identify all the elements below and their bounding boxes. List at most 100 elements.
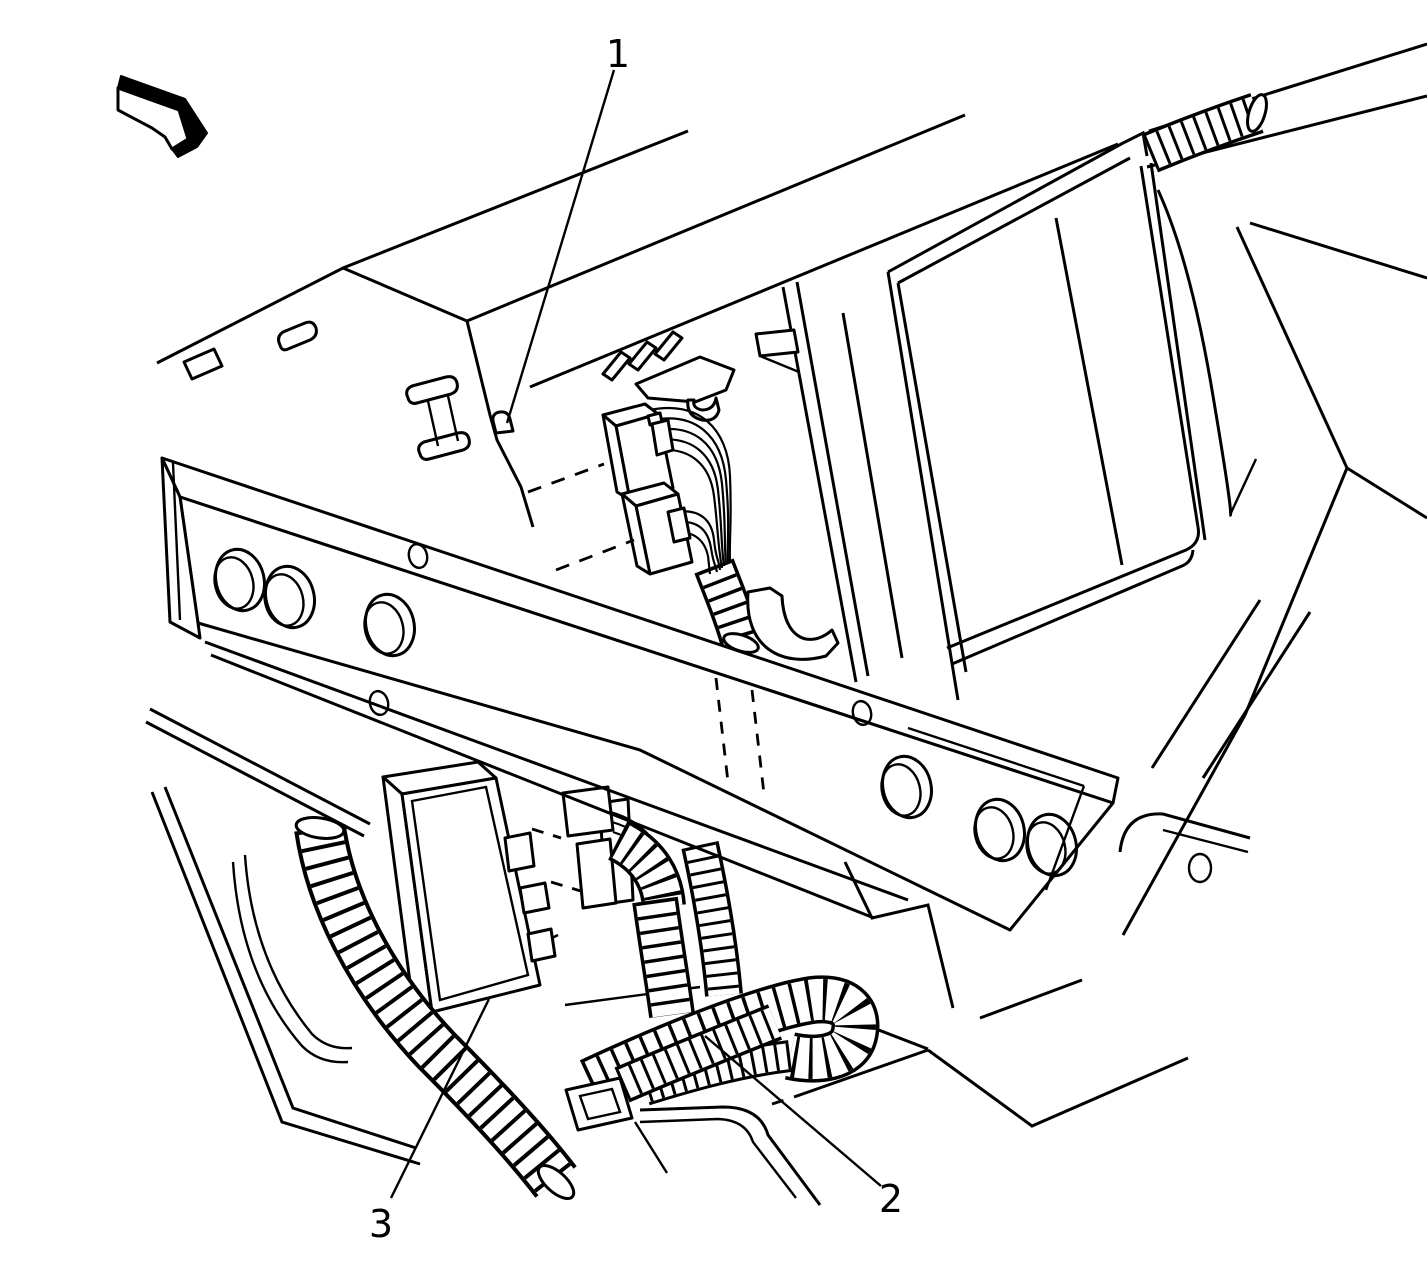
- beam-hole-depth: [880, 763, 922, 817]
- panel-right-inner-edge: [1149, 162, 1207, 541]
- front-direction-arrow-icon: [116, 75, 208, 158]
- beam-hole: [974, 797, 1026, 863]
- arrow-face: [116, 86, 190, 151]
- trim-top-edge: [149, 707, 371, 826]
- beam-hole: [364, 592, 416, 658]
- pillar-trim-line: [1150, 599, 1262, 769]
- hidden-line-dashed: [555, 538, 635, 572]
- wire: [673, 510, 722, 571]
- panel-slot: [182, 347, 224, 381]
- wire: [659, 448, 724, 569]
- module-connector-port: [526, 927, 557, 963]
- clip-bar: [405, 375, 459, 405]
- hvac-front-edge-3: [841, 312, 904, 659]
- beam-small-hole: [368, 689, 390, 717]
- cowl-line: [1249, 221, 1427, 280]
- mounting-tab-line: [759, 354, 800, 374]
- beam-hole: [214, 547, 266, 613]
- panel-slot-rounded: [277, 320, 318, 352]
- beam-boss-edge: [907, 726, 1085, 788]
- loom-end-cap: [294, 816, 346, 840]
- corrugated-looms-lower: [295, 815, 856, 1204]
- cowl-hole: [1187, 852, 1213, 884]
- loom-vertical-2: [700, 845, 724, 995]
- wire: [657, 438, 726, 567]
- beam-left-cap: [160, 456, 202, 640]
- trim-outer-edge: [150, 791, 421, 1166]
- harness-c-clip: [746, 586, 840, 661]
- harness-bracket: [601, 330, 736, 422]
- panel-notch: [1122, 130, 1149, 157]
- cowl-edge-line: [529, 142, 1119, 389]
- panel-top-inner-edge: [897, 156, 1131, 285]
- connector-b-tab: [666, 506, 692, 544]
- loom-big-item3: [295, 815, 579, 1204]
- clip-side: [426, 400, 440, 447]
- wiring-connectors-upper: [527, 402, 761, 656]
- floor-edge-3: [979, 978, 1083, 1020]
- beam-small-hole: [851, 699, 873, 727]
- hidden-line-dashed: [527, 462, 605, 494]
- ip-carrier-beam: [160, 456, 1120, 932]
- console-line: [633, 1121, 669, 1174]
- panel-top-edge: [887, 141, 1124, 274]
- lower-trim-panel: [145, 707, 421, 1166]
- callout-2-label: 2: [879, 1177, 903, 1221]
- a-pillar-edge: [1235, 226, 1349, 469]
- trim-inner-edge: [163, 786, 417, 1150]
- loom-vertical-1: [655, 900, 672, 1015]
- floor-console-lines: [437, 861, 1189, 1206]
- harness-connector: [575, 837, 618, 910]
- beam-hole: [881, 754, 933, 820]
- hvac-module-panel: [754, 130, 1258, 701]
- mating-dash: [550, 880, 585, 894]
- inline-connector: [564, 1076, 634, 1132]
- a-pillar-edge-2: [1346, 466, 1427, 520]
- wire: [655, 427, 728, 566]
- body-control-module: [381, 760, 664, 1022]
- cowl-side-lines: [1118, 467, 1349, 936]
- cowl-hook: [1118, 812, 1251, 853]
- beam-hole: [1026, 812, 1078, 878]
- panel-divider: [1054, 217, 1124, 566]
- panel-corner-line: [1228, 458, 1258, 516]
- floor-vee: [927, 1048, 1189, 1128]
- beam-hidden-dash: [714, 677, 730, 783]
- bracket-box-right-edge: [465, 320, 535, 528]
- bracket-finger: [653, 330, 684, 362]
- trim-top-inner: [145, 720, 365, 838]
- inline-connector-inner: [578, 1087, 622, 1121]
- panel-left-inner-edge: [896, 282, 968, 673]
- wire: [675, 520, 719, 573]
- beam-hole-depth: [213, 556, 255, 610]
- console-corner: [639, 1105, 822, 1206]
- module-connector-port: [503, 831, 536, 873]
- clip-bar: [417, 431, 471, 461]
- panel-right-edge: [1139, 165, 1200, 528]
- beam-hole-depth: [363, 601, 405, 655]
- loom-end-cap: [536, 1164, 576, 1200]
- beam-hole-depth: [1025, 821, 1067, 875]
- bracket-box-top-edge: [342, 266, 468, 323]
- beam-hole: [264, 564, 316, 630]
- beam-bottom-flange-2: [210, 653, 875, 920]
- module-front-inner: [410, 785, 530, 1002]
- callout-3-label: 3: [369, 1202, 393, 1246]
- bracket-finger: [627, 340, 658, 372]
- panel-edge-line-2: [466, 113, 966, 323]
- module-connector-port: [518, 881, 551, 915]
- clip-side: [446, 395, 460, 442]
- trim-opening: [231, 861, 349, 1064]
- panel-edge-line: [156, 129, 689, 365]
- callout-2-leader: [704, 1035, 882, 1187]
- mating-dash: [531, 827, 562, 840]
- pillar-trim-line-2: [1201, 611, 1312, 779]
- beam-small-hole: [407, 542, 429, 570]
- beam-left-cap-line: [171, 462, 182, 621]
- bracket-finger: [601, 350, 632, 382]
- dash-panel-background: [156, 113, 1119, 528]
- beam-hole-depth: [973, 806, 1015, 860]
- hvac-front-edge-2: [795, 281, 870, 677]
